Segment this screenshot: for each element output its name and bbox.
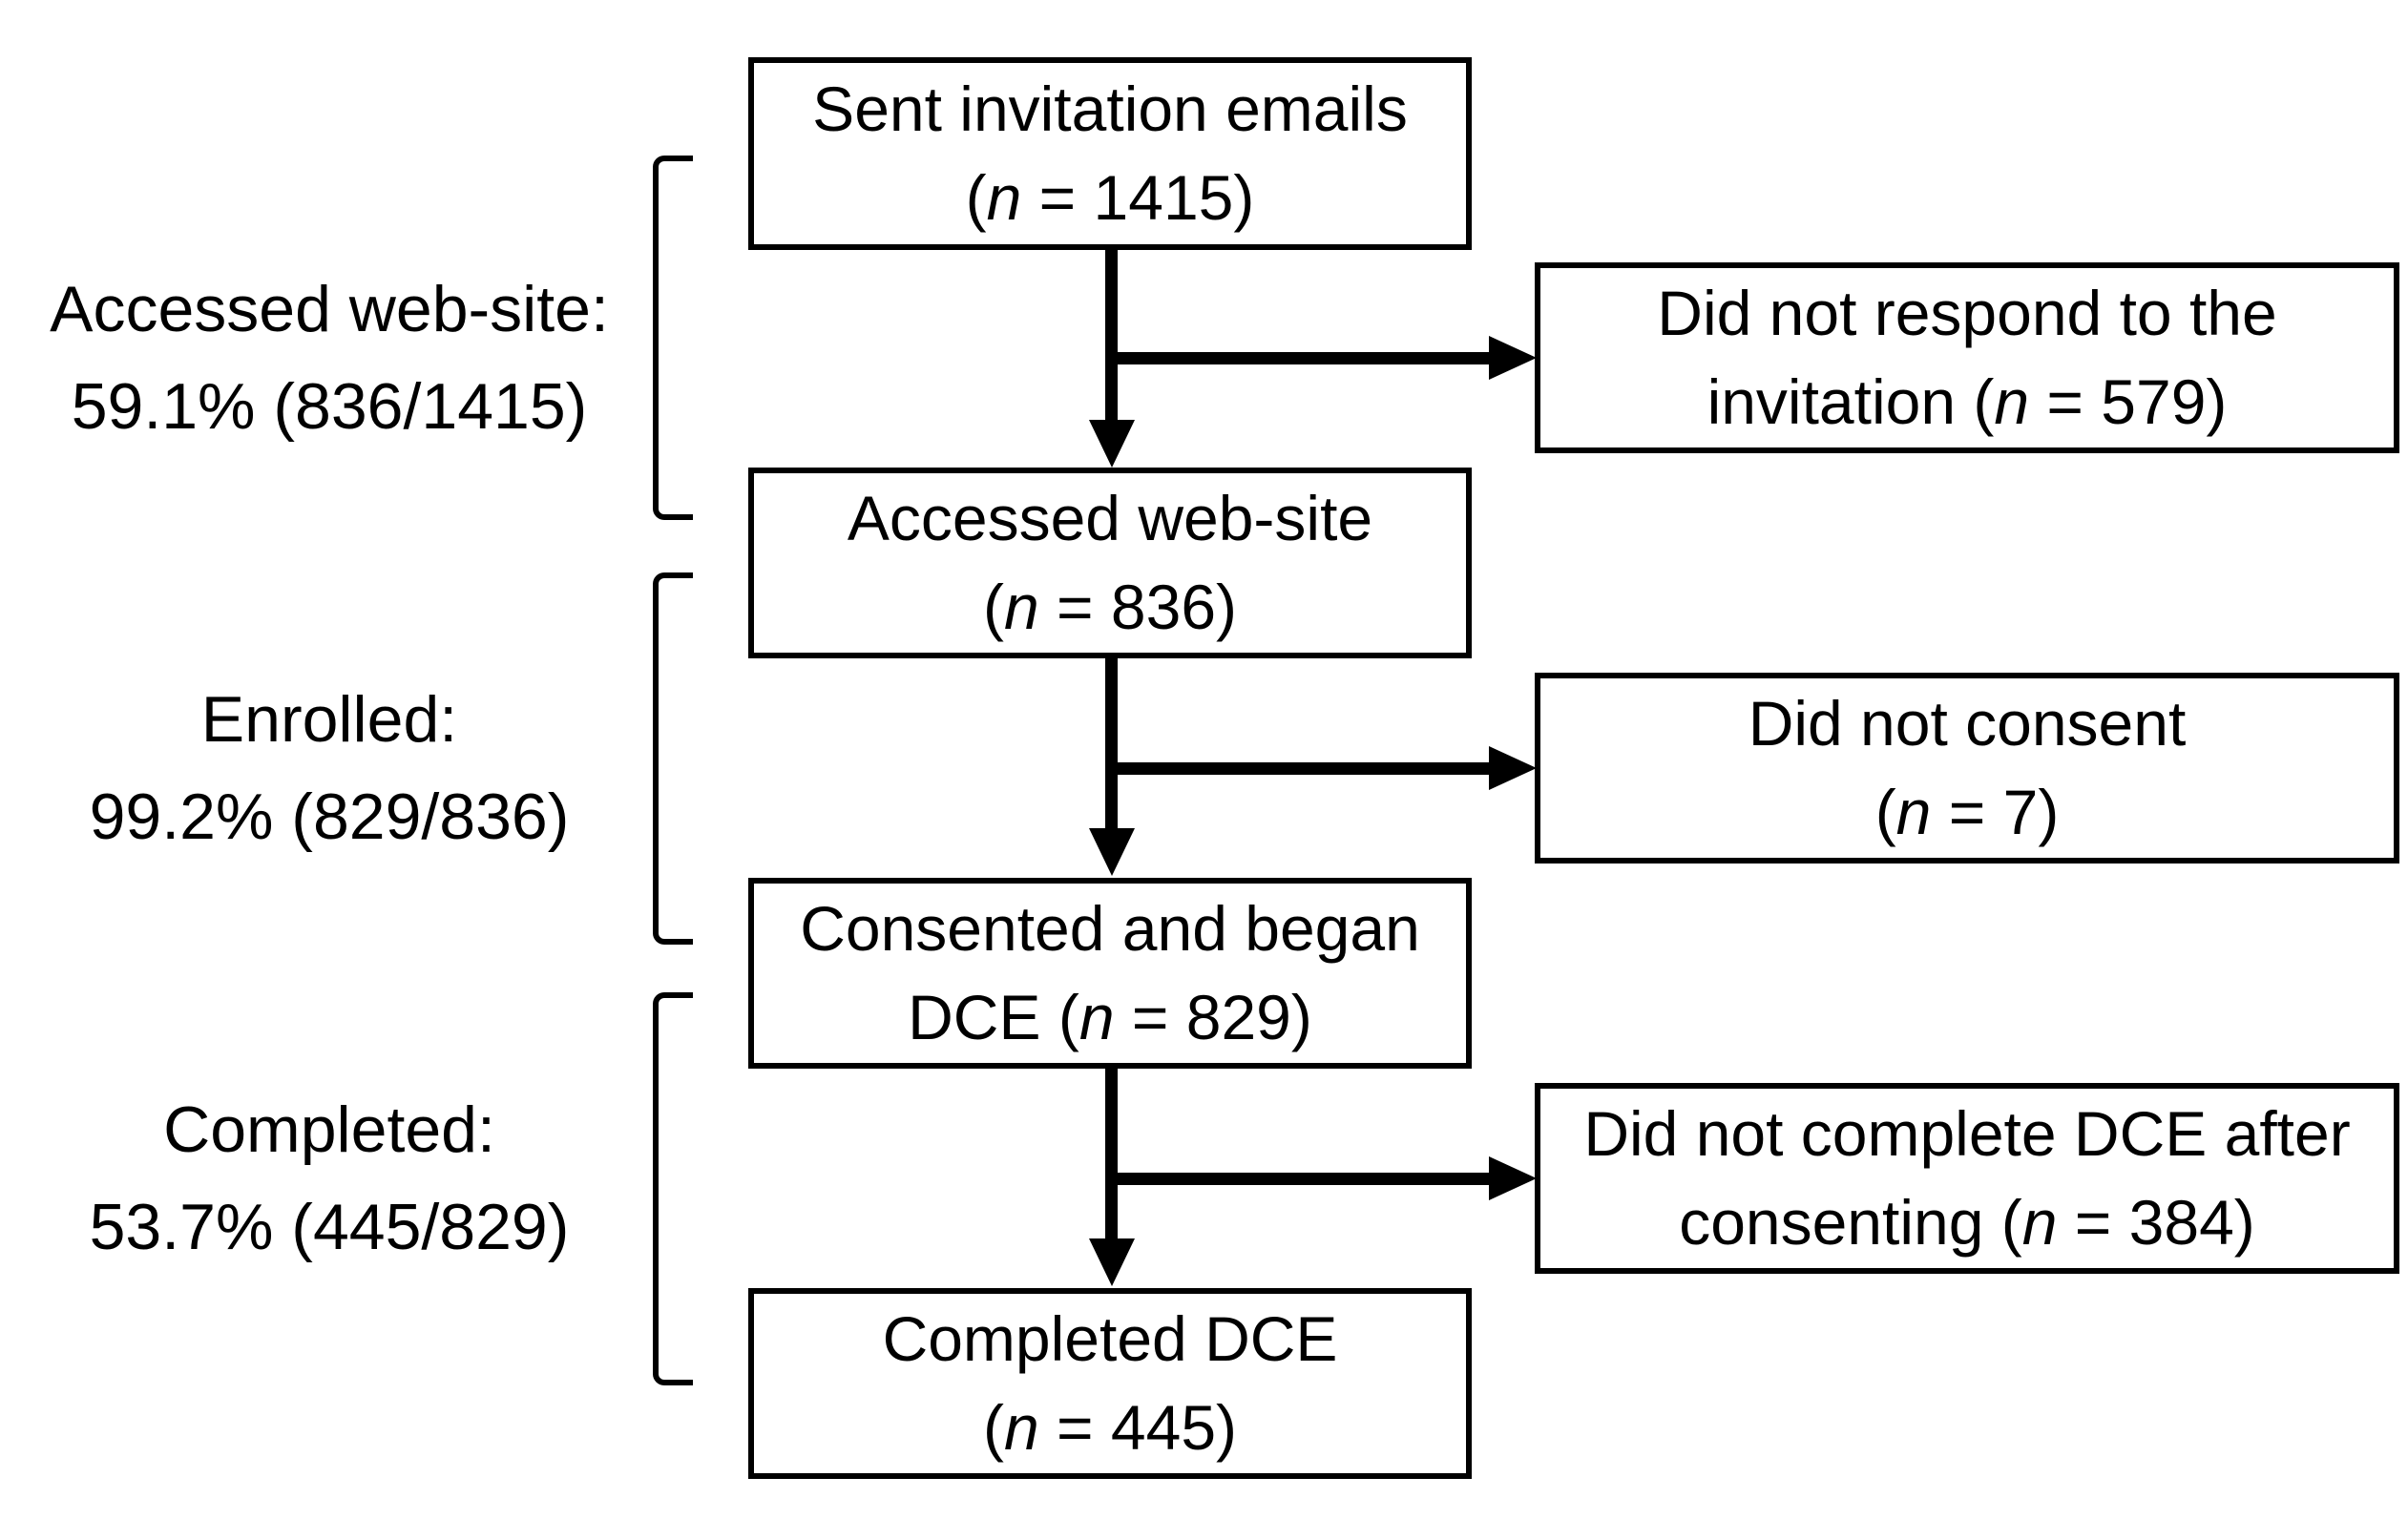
- text-line: Sent invitation emails: [812, 73, 1408, 144]
- arrow-down-1-head: [1089, 420, 1135, 468]
- text-line: (n = 7): [1874, 777, 2060, 847]
- annotation-accessed-rate: Accessed web-site: 59.1% (836/1415): [19, 262, 639, 453]
- annotation-completed-rate: Completed: 53.7% (445/829): [19, 1083, 639, 1274]
- range-bracket-completed: [653, 992, 693, 1385]
- text-line: 59.1% (836/1415): [71, 370, 588, 443]
- annotation-enrolled-rate: Enrolled: 99.2% (829/836): [19, 673, 639, 864]
- text-line: Completed:: [163, 1093, 495, 1166]
- arrow-down-1-shaft: [1105, 250, 1118, 424]
- arrow-down-3-head: [1089, 1238, 1135, 1286]
- text-line: Did not complete DCE after: [1583, 1098, 2351, 1169]
- arrow-down-2-shaft: [1105, 658, 1118, 832]
- arrow-right-2-shaft: [1105, 762, 1491, 775]
- flow-box-completed-dce: Completed DCE (n = 445): [748, 1288, 1472, 1479]
- arrow-right-3-shaft: [1105, 1173, 1491, 1185]
- text-line: Accessed web-site: [847, 483, 1373, 553]
- text-line: consenting (n = 384): [1679, 1187, 2255, 1258]
- arrow-down-2-head: [1089, 828, 1135, 876]
- exclusion-box-did-not-respond: Did not respond to the invitation (n = 57…: [1535, 262, 2399, 453]
- range-bracket-accessed: [653, 156, 693, 520]
- exclusion-box-did-not-consent: Did not consent (n = 7): [1535, 673, 2399, 864]
- arrow-right-2-head: [1489, 746, 1537, 790]
- text-line: Accessed web-site:: [50, 273, 609, 345]
- text-line: (n = 445): [982, 1392, 1238, 1463]
- text-line: Enrolled:: [200, 683, 458, 756]
- arrow-right-1-shaft: [1105, 352, 1491, 364]
- flow-box-sent-invitation-emails: Sent invitation emails (n = 1415): [748, 57, 1472, 250]
- exclusion-box-did-not-complete: Did not complete DCE after consenting (n …: [1535, 1083, 2399, 1274]
- text-line: (n = 836): [982, 572, 1238, 642]
- arrow-right-1-head: [1489, 336, 1537, 380]
- text-line: DCE (n = 829): [908, 982, 1312, 1052]
- flow-box-accessed-website: Accessed web-site (n = 836): [748, 468, 1472, 658]
- text-line: invitation (n = 579): [1707, 366, 2228, 437]
- text-line: Did not respond to the: [1657, 278, 2277, 348]
- text-line: Did not consent: [1748, 688, 2187, 759]
- range-bracket-enrolled: [653, 572, 693, 945]
- text-line: 99.2% (829/836): [89, 780, 570, 853]
- text-line: Completed DCE: [882, 1303, 1338, 1374]
- text-line: 53.7% (445/829): [89, 1191, 570, 1263]
- text-line: Consented and began: [800, 893, 1420, 964]
- arrow-down-3-shaft: [1105, 1069, 1118, 1242]
- arrow-right-3-head: [1489, 1156, 1537, 1200]
- text-line: (n = 1415): [965, 162, 1255, 233]
